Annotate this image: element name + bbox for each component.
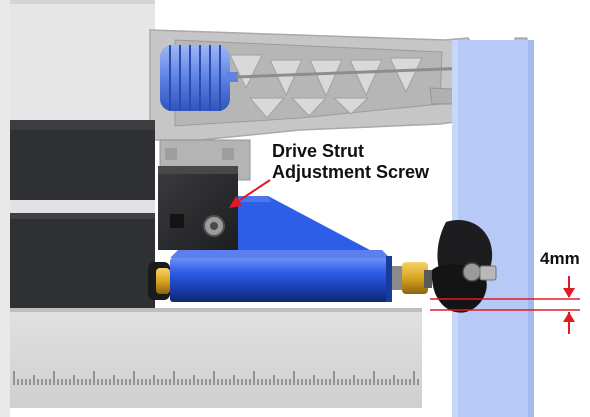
bellows-spring: [160, 45, 471, 111]
adjustment-block: [158, 166, 238, 250]
drive-strut-bar: [170, 250, 392, 302]
dimension-arrow-down-icon: [563, 288, 575, 298]
propeller: [431, 219, 497, 313]
dimension-label: 4mm: [540, 249, 580, 268]
ruler-ticks: [13, 371, 419, 385]
blue-wedge: [196, 196, 385, 258]
linkage-arm: [149, 29, 528, 141]
dark-side-body: [10, 120, 155, 308]
strut-end-cap: [148, 262, 170, 300]
callout-arrow: [229, 179, 271, 208]
housing: [0, 0, 155, 417]
ruler-plate: [10, 308, 422, 408]
dimension-arrow-up-icon: [563, 312, 575, 322]
callout-label-line1: Drive Strut: [272, 141, 364, 161]
dimension-indicator: [430, 276, 580, 334]
callout-label-line2: Adjustment Screw: [272, 162, 430, 182]
shaft-coupling: [392, 262, 432, 294]
